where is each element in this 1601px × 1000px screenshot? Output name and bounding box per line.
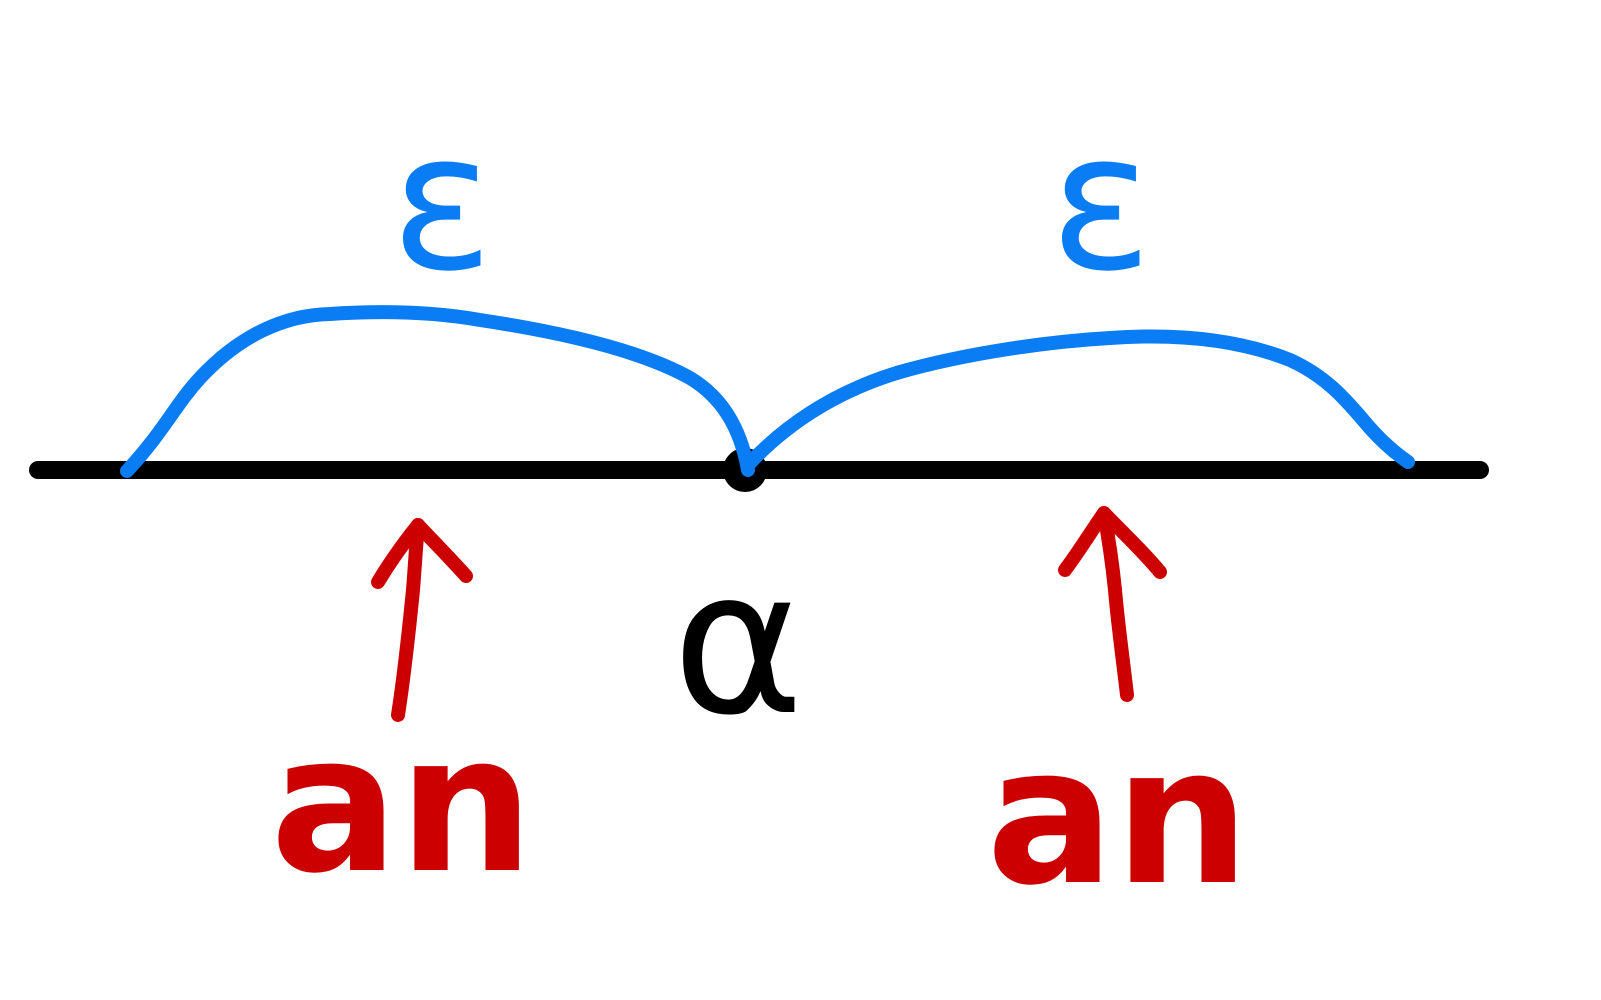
an-left-label: an: [270, 694, 533, 915]
alpha-label: α: [672, 527, 804, 760]
left-up-arrow: [371, 518, 473, 722]
epsilon-right-label: ε: [1050, 92, 1153, 313]
right-epsilon-arc: [741, 329, 1415, 472]
left-epsilon-arc: [120, 305, 755, 478]
an-right-label: an: [986, 706, 1249, 927]
right-up-arrow: [1058, 506, 1167, 702]
epsilon-left-label: ε: [391, 92, 494, 313]
